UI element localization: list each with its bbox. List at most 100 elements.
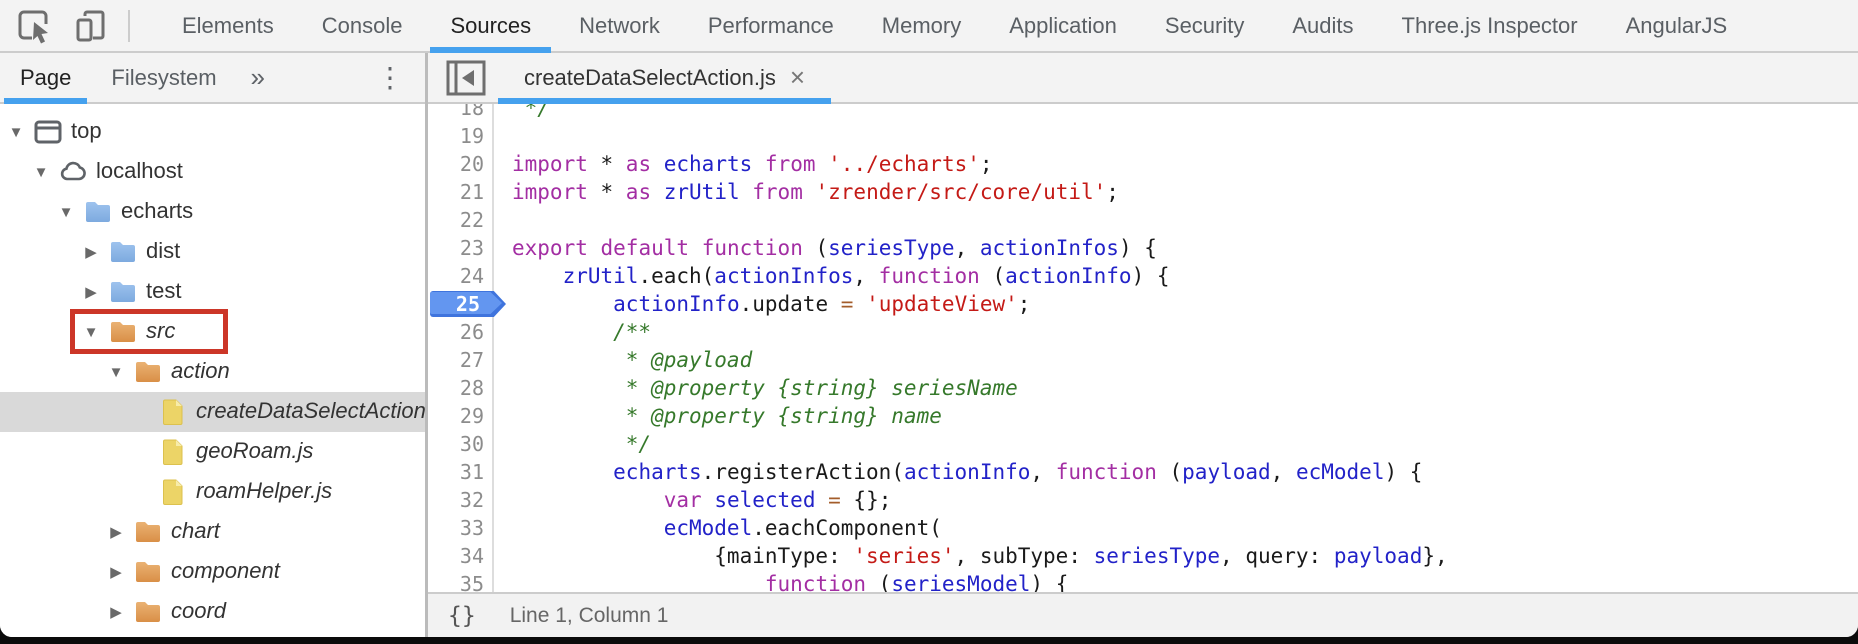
code-line-31: 31 echarts.registerAction(actionInfo, fu… xyxy=(428,458,1858,486)
file-icon xyxy=(158,397,188,427)
file-icon xyxy=(158,437,188,467)
folder-orange-icon xyxy=(133,557,163,587)
more-tabs-button[interactable]: » xyxy=(250,62,265,92)
tree-row-georoam-js[interactable]: geoRoam.js xyxy=(0,432,425,472)
code-line-34: 34 {mainType: 'series', subType: seriesT… xyxy=(428,542,1858,570)
tree-row-top[interactable]: ▼ top xyxy=(0,112,425,152)
cloud-icon xyxy=(58,157,88,187)
tree-label: roamHelper.js xyxy=(196,478,333,503)
line-number[interactable]: 24 xyxy=(459,264,484,288)
expander-closed-icon[interactable]: ▶ xyxy=(110,524,122,541)
main-tab-sources[interactable]: Sources xyxy=(426,0,555,53)
gutter xyxy=(428,104,494,592)
tree-label: component xyxy=(171,558,280,583)
expander-open-icon[interactable]: ▼ xyxy=(83,323,99,341)
main-tab-three-js-inspector[interactable]: Three.js Inspector xyxy=(1401,12,1578,38)
line-number[interactable]: 27 xyxy=(459,348,484,372)
tree-row-action[interactable]: ▼ action xyxy=(0,352,425,392)
expander-open-icon[interactable]: ▼ xyxy=(8,123,24,141)
expander-open-icon[interactable]: ▼ xyxy=(58,203,74,221)
line-number[interactable]: 35 xyxy=(459,572,484,592)
main-tab-security[interactable]: Security xyxy=(1164,12,1245,38)
file-tree: ▼top▼localhost▼echarts▶dist▶test▼src▼act… xyxy=(0,104,425,637)
tree-label: top xyxy=(71,118,102,143)
code-text: ecModel.eachComponent( xyxy=(663,516,942,540)
sidebar-header: Page Filesystem » ⋮ xyxy=(0,53,426,104)
main-tab-console[interactable]: Console xyxy=(321,12,403,38)
main-toolbar: Elements Console Sources Network Performance… xyxy=(0,0,1858,53)
code-text: */ xyxy=(512,432,652,456)
folder-orange-icon xyxy=(108,317,138,347)
tree-row-dist[interactable]: ▶dist xyxy=(0,232,425,272)
code-text: */ xyxy=(512,104,550,120)
expander-closed-icon[interactable]: ▶ xyxy=(110,564,122,581)
sidebar-tab-bar: Page Filesystem xyxy=(0,53,237,104)
main-tab-angularjs[interactable]: AngularJS xyxy=(1625,12,1728,38)
tree-row-src[interactable]: ▼src xyxy=(0,309,425,354)
code-text: * @property {string} seriesName xyxy=(512,376,1018,400)
expander-closed-icon[interactable]: ▶ xyxy=(85,244,97,261)
expander-open-icon[interactable]: ▼ xyxy=(33,163,49,181)
tree-row-coord[interactable]: ▶ coord xyxy=(0,592,425,632)
line-number[interactable]: 23 xyxy=(459,236,484,260)
code-text: var selected = {}; xyxy=(663,488,892,512)
inspect-icon xyxy=(17,8,53,44)
expander-open-icon[interactable]: ▼ xyxy=(108,363,124,381)
pretty-print-button[interactable]: {} xyxy=(448,602,476,629)
line-number[interactable]: 29 xyxy=(459,404,484,428)
main-tab-network[interactable]: Network xyxy=(579,12,660,38)
line-number[interactable]: 26 xyxy=(459,320,484,344)
tree-row-chart[interactable]: ▶ chart xyxy=(0,512,425,552)
expander-closed-icon[interactable]: ▶ xyxy=(110,604,122,621)
hide-navigator-button[interactable] xyxy=(444,58,488,98)
main-tab-application[interactable]: Application xyxy=(1009,12,1117,38)
main-tab-performance[interactable]: Performance xyxy=(707,12,834,38)
line-number[interactable]: 20 xyxy=(459,152,484,176)
tree-row-component[interactable]: ▶ component xyxy=(0,552,425,592)
tree-row-echarts[interactable]: ▼echarts xyxy=(0,192,425,232)
line-number[interactable]: 21 xyxy=(459,180,484,204)
tree-row-localhost[interactable]: ▼localhost xyxy=(0,152,425,192)
main-tab-audits[interactable]: Audits xyxy=(1292,12,1354,38)
code-line-19: 19 xyxy=(428,122,1858,150)
line-number[interactable]: 18 xyxy=(459,104,484,120)
line-number[interactable]: 30 xyxy=(459,432,484,456)
tree-label: action xyxy=(171,358,230,383)
line-number[interactable]: 25 xyxy=(455,292,480,316)
tree-row-test[interactable]: ▶test xyxy=(0,272,425,312)
file-tab[interactable]: createDataSelectAction.js × xyxy=(498,53,832,104)
tree-row-createdataselectaction-js[interactable]: createDataSelectAction.js xyxy=(0,392,425,432)
tree-row-roamhelper-js[interactable]: roamHelper.js xyxy=(0,472,425,512)
expander-closed-icon[interactable]: ▶ xyxy=(85,284,97,301)
tree-label: geoRoam.js xyxy=(196,438,314,463)
line-number[interactable]: 31 xyxy=(459,460,484,484)
line-number[interactable]: 22 xyxy=(459,208,484,232)
tree-label: chart xyxy=(171,518,220,543)
main-tab-bar: Elements Console Sources Network Performance… xyxy=(158,0,1751,53)
line-number[interactable]: 34 xyxy=(459,544,484,568)
line-number[interactable]: 19 xyxy=(459,124,484,148)
sidebar-tab-page[interactable]: Page xyxy=(0,53,91,104)
line-number[interactable]: 32 xyxy=(459,488,484,512)
close-icon[interactable]: × xyxy=(789,62,806,92)
device-toolbar-button[interactable] xyxy=(70,5,112,47)
code-line-24: 24 zrUtil.each(actionInfos, function (ac… xyxy=(428,262,1858,290)
file-icon xyxy=(158,477,188,507)
toolbar-separator xyxy=(128,9,130,42)
line-number[interactable]: 33 xyxy=(459,516,484,540)
inspect-element-button[interactable] xyxy=(14,5,56,47)
line-number[interactable]: 28 xyxy=(459,376,484,400)
tree-label: coord xyxy=(171,598,227,623)
main-tab-memory[interactable]: Memory xyxy=(881,12,962,38)
folder-blue-icon xyxy=(83,197,113,227)
main-tab-elements[interactable]: Elements xyxy=(182,12,274,38)
folder-blue-icon xyxy=(108,237,138,267)
hide-panel-icon xyxy=(446,60,486,96)
code-line-35: 35 function (seriesModel) { xyxy=(428,570,1858,592)
sidebar-tab-filesystem[interactable]: Filesystem xyxy=(111,64,217,90)
panel-resize-handle[interactable] xyxy=(425,53,428,637)
overflow-menu-icon[interactable]: ⋮ xyxy=(376,62,404,93)
